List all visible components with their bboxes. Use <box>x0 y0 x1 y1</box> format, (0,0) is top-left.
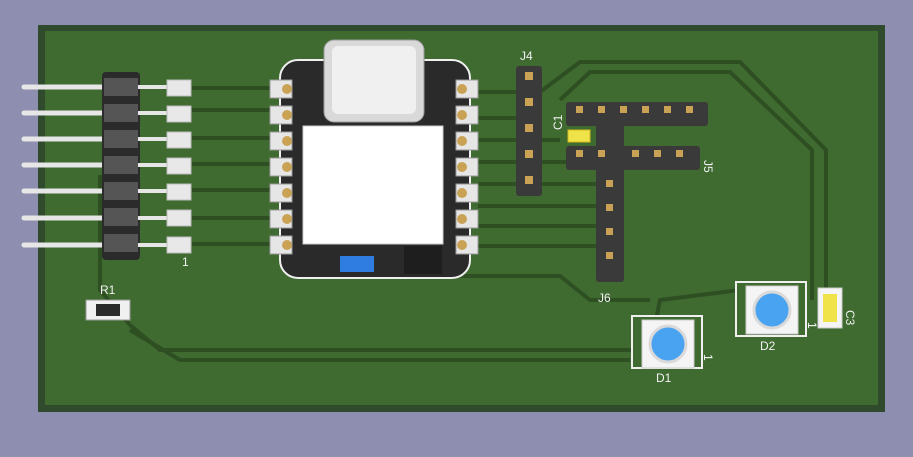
c3-label: C3 <box>843 310 857 326</box>
j4-label: J4 <box>520 49 533 63</box>
d1-label: D1 <box>656 371 672 385</box>
c3-capacitor <box>817 287 843 329</box>
j5-label: J5 <box>701 160 715 173</box>
r1-label: R1 <box>100 283 116 297</box>
r1-resistor <box>85 299 131 321</box>
left-header-pin1-label: 1 <box>182 255 189 269</box>
j5-j6-headers <box>566 102 708 282</box>
j6-label: J6 <box>598 291 611 305</box>
j4-header <box>516 66 542 196</box>
left-pin-header <box>21 72 192 260</box>
c1-capacitor <box>567 129 591 143</box>
c1-label: C1 <box>551 114 565 130</box>
d2-pin1-label: 1 <box>805 322 819 329</box>
d1-led <box>631 315 703 369</box>
d2-led <box>735 281 807 337</box>
d2-label: D2 <box>760 339 776 353</box>
d1-pin1-label: 1 <box>701 354 715 361</box>
xiao-module <box>269 39 479 279</box>
